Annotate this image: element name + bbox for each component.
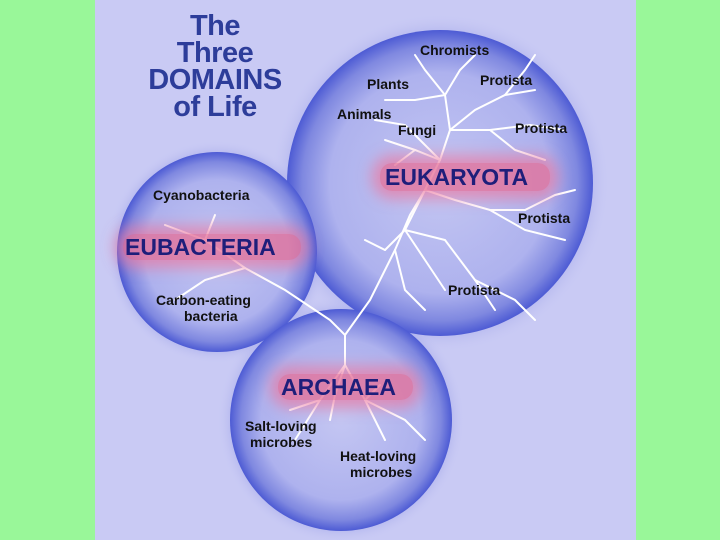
label-animals: Animals — [337, 106, 392, 122]
label-protista-mid: Protista — [518, 210, 571, 226]
archaea-label: ARCHAEA — [281, 374, 396, 400]
title-line-4: of Life — [173, 91, 257, 123]
label-heat-loving-line2: microbes — [350, 464, 413, 480]
label-carbon-eating-line2: bacteria — [184, 308, 238, 324]
title-line-2: Three — [176, 37, 254, 69]
diagram-panel: The Three DOMAINS of Life EUKARYOTA EUBA… — [95, 0, 636, 540]
eubacteria-label: EUBACTERIA — [125, 234, 276, 260]
label-heat-loving-line1: Heat-loving — [340, 448, 417, 464]
right-margin — [636, 0, 720, 540]
eukaryota-glow — [380, 163, 550, 191]
title-line-3: DOMAINS — [148, 64, 282, 96]
label-carbon-eating-line1: Carbon-eating — [156, 292, 251, 308]
label-salt-loving-line1: Salt-loving — [245, 418, 317, 434]
title-line-1: The — [189, 10, 241, 42]
eubacteria-glow — [123, 234, 301, 260]
label-protista-right: Protista — [515, 120, 568, 136]
label-chromists: Chromists — [420, 42, 490, 58]
label-plants: Plants — [367, 76, 410, 92]
label-protista-top: Protista — [480, 72, 533, 88]
label-fungi: Fungi — [398, 122, 437, 138]
label-protista-low: Protista — [448, 282, 501, 298]
left-margin — [0, 0, 95, 540]
label-salt-loving-line2: microbes — [250, 434, 313, 450]
eukaryota-label: EUKARYOTA — [385, 164, 529, 190]
archaea-glow — [278, 374, 413, 400]
archaea-circle — [230, 309, 452, 531]
label-cyanobacteria: Cyanobacteria — [153, 187, 250, 203]
